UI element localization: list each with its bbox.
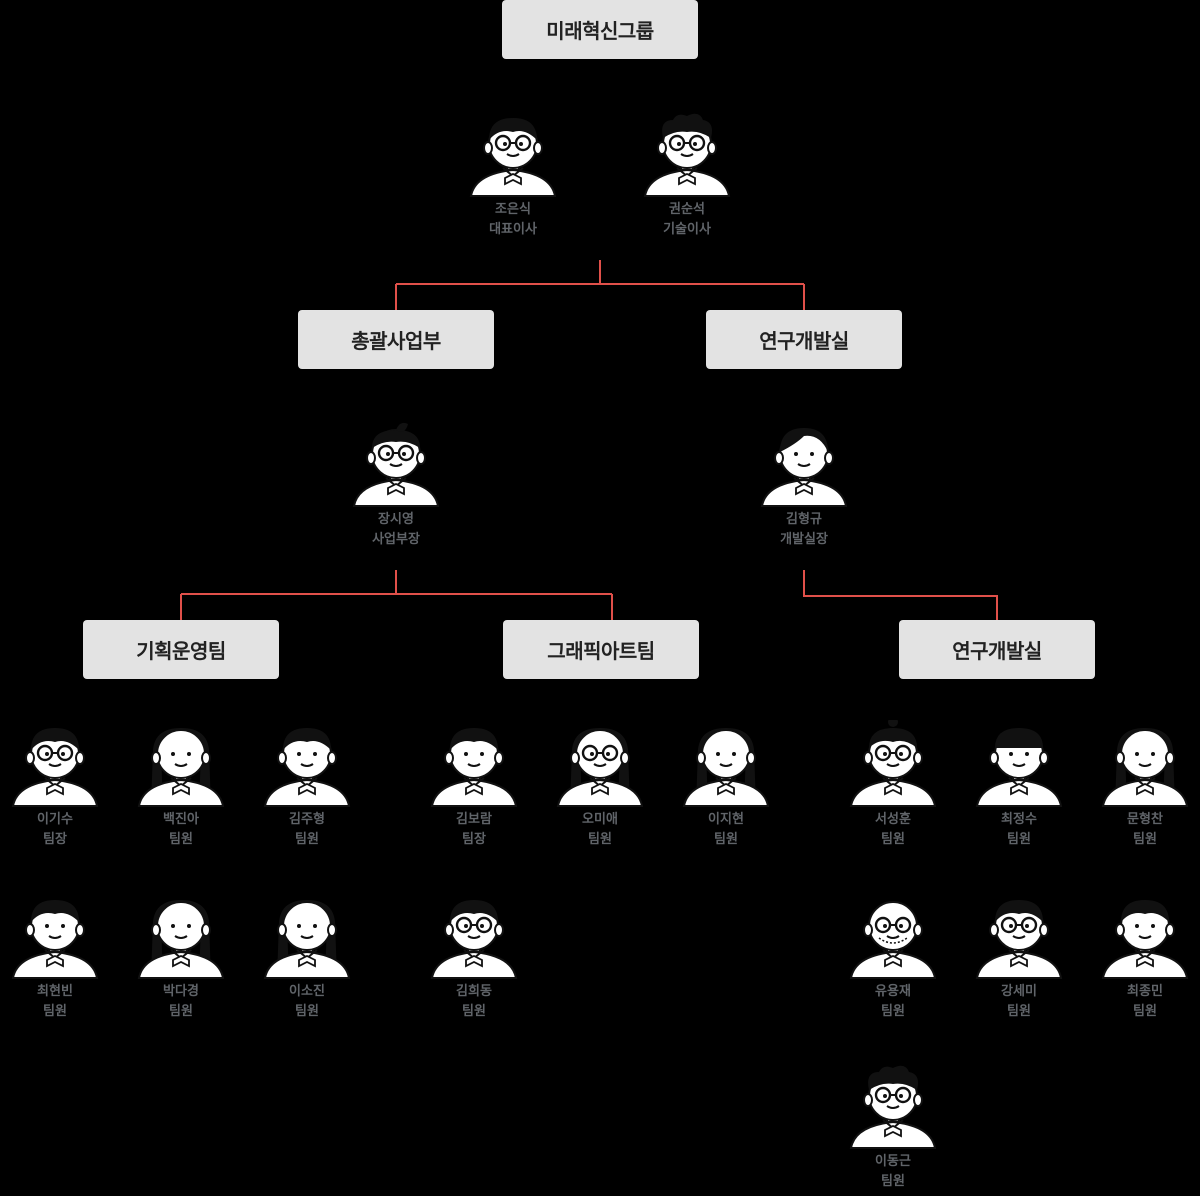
person-name: 최현빈 xyxy=(37,984,73,999)
person-name: 최종민 xyxy=(1127,984,1163,999)
person-title: 팀원 xyxy=(169,1004,193,1019)
org-box-rnd-team[interactable]: 연구개발실 xyxy=(899,620,1095,679)
avatar-long-hair-icon xyxy=(666,720,786,808)
avatar-glasses-icon xyxy=(414,892,534,980)
avatar-glasses-icon xyxy=(959,892,1079,980)
avatar-short-icon xyxy=(0,892,115,980)
person-title: 기술이사 xyxy=(663,222,711,237)
person-title: 팀원 xyxy=(462,1004,486,1019)
avatar-short-icon xyxy=(1085,892,1200,980)
avatar-bald-glasses-icon xyxy=(833,892,953,980)
person-name: 조은식 xyxy=(495,202,531,217)
person-name: 이지현 xyxy=(708,812,744,827)
person-title: 팀원 xyxy=(714,832,738,847)
person-title: 팀원 xyxy=(1133,832,1157,847)
person-name: 강세미 xyxy=(1001,984,1037,999)
person-name: 장시영 xyxy=(378,512,414,527)
person-name: 이소진 xyxy=(289,984,325,999)
person-title: 팀원 xyxy=(1007,1004,1031,1019)
person-title: 팀원 xyxy=(881,832,905,847)
org-box-rnd-division[interactable]: 연구개발실 xyxy=(706,310,902,369)
person-title: 팀원 xyxy=(295,832,319,847)
person-name: 김형규 xyxy=(786,512,822,527)
avatar-short-icon xyxy=(247,720,367,808)
avatar-glasses-icon xyxy=(453,110,573,198)
person-title: 개발실장 xyxy=(780,532,828,547)
avatar-glasses-curly-icon xyxy=(833,1062,953,1150)
person-name: 오미애 xyxy=(582,812,618,827)
avatar-short-icon xyxy=(414,720,534,808)
avatar-long-hair-icon xyxy=(121,892,241,980)
person-name: 김희동 xyxy=(456,984,492,999)
person-name: 최정수 xyxy=(1001,812,1037,827)
person-title: 대표이사 xyxy=(489,222,537,237)
org-box-graphic-team[interactable]: 그래픽아트팀 xyxy=(503,620,699,679)
person-name: 문형찬 xyxy=(1127,812,1163,827)
org-box-top[interactable]: 미래혁신그룹 xyxy=(502,0,698,59)
avatar-glasses-tuft-icon xyxy=(336,420,456,508)
avatar-glasses-bun-icon xyxy=(833,720,953,808)
avatar-sidepart-icon xyxy=(744,420,864,508)
avatar-glasses-long-icon xyxy=(540,720,660,808)
person-name: 서성훈 xyxy=(875,812,911,827)
person-title: 팀원 xyxy=(43,1004,67,1019)
person-name: 이동근 xyxy=(875,1154,911,1169)
person-name: 김주형 xyxy=(289,812,325,827)
person-title: 팀원 xyxy=(881,1174,905,1189)
avatar-long-hair-icon xyxy=(121,720,241,808)
person-name: 이기수 xyxy=(37,812,73,827)
person-title: 팀원 xyxy=(1133,1004,1157,1019)
person-title: 팀원 xyxy=(588,832,612,847)
org-box-planning-team[interactable]: 기획운영팀 xyxy=(83,620,279,679)
person-title: 팀원 xyxy=(881,1004,905,1019)
org-box-business-division[interactable]: 총괄사업부 xyxy=(298,310,494,369)
person-title: 팀원 xyxy=(169,832,193,847)
avatar-long-hair-icon xyxy=(1085,720,1200,808)
person-title: 팀원 xyxy=(1007,832,1031,847)
person-title: 팀원 xyxy=(295,1004,319,1019)
person-title: 팀장 xyxy=(462,832,486,847)
person-name: 유용재 xyxy=(875,984,911,999)
avatar-glasses-curly-icon xyxy=(627,110,747,198)
person-title: 사업부장 xyxy=(372,532,420,547)
avatar-flat-hair-icon xyxy=(959,720,1079,808)
person-name: 김보람 xyxy=(456,812,492,827)
person-name: 백진아 xyxy=(163,812,199,827)
avatar-glasses-icon xyxy=(0,720,115,808)
person-name: 박다경 xyxy=(163,984,199,999)
person-title: 팀장 xyxy=(43,832,67,847)
person-name: 권순석 xyxy=(669,202,705,217)
avatar-long-hair-icon xyxy=(247,892,367,980)
